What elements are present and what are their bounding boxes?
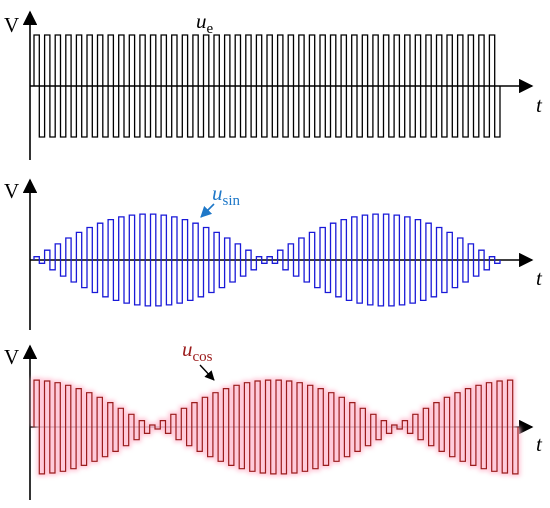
ucos-signal-label: ucos (182, 337, 213, 365)
usin-pointer-arrow (200, 203, 215, 218)
ue-signal-label: ue (196, 9, 214, 37)
usin-label-main: u (212, 181, 223, 205)
ucos-label-main: u (182, 337, 193, 361)
ucos-modulated-wave (33, 379, 519, 475)
usin-label-sub: sin (223, 193, 241, 209)
ucos-y-label: V (4, 345, 19, 369)
ue-y-label: V (4, 13, 19, 37)
usin-signal-label: usin (212, 181, 241, 209)
ucos-label-sub: cos (193, 349, 213, 365)
ue-label-main: u (196, 9, 207, 33)
usin-t-label: t (536, 266, 543, 290)
panel-ucos: V t ucos (4, 337, 543, 500)
ue-t-label: t (536, 93, 543, 117)
usin-y-label: V (4, 179, 19, 203)
panel-ue: V t ue (4, 9, 543, 160)
ue-label-sub: e (207, 21, 214, 37)
ucos-t-label: t (536, 432, 543, 456)
panel-usin: V t usin (4, 178, 543, 330)
ucos-pointer-arrow (199, 364, 215, 381)
usin-modulated-wave (33, 213, 501, 307)
ue-square-wave (33, 34, 501, 138)
